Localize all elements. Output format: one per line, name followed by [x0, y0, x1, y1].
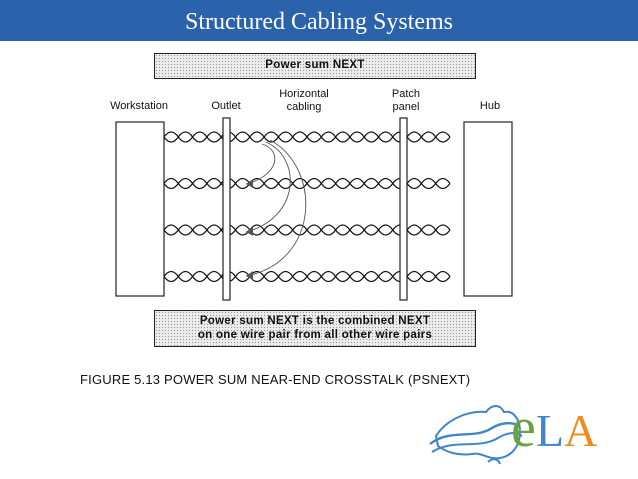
horizontal-label-line1: Horizontal: [279, 88, 329, 100]
arrowhead-2: [246, 227, 253, 236]
australia-outline-icon: [434, 405, 522, 460]
power-sum-next-label: Power sum NEXT: [265, 59, 365, 71]
tasmania-icon: [487, 458, 501, 465]
crosstalk-arrows: [245, 139, 307, 280]
patch-label-line1: Patch: [391, 88, 421, 100]
patch-label-line2: panel: [392, 101, 420, 113]
power-sum-next-box: Power sum NEXT: [154, 53, 476, 79]
patch-panel-bar: [399, 117, 408, 301]
workstation-block: [115, 121, 165, 297]
psnext-definition-line2: on one wire pair from all other wire pai…: [197, 329, 433, 341]
logo-letter-l: L: [535, 405, 564, 456]
arrowhead-3: [246, 271, 253, 280]
workstation-label: Workstation: [110, 100, 168, 112]
logo-letter-e: e: [511, 397, 536, 459]
horizontal-cabling-label: Horizontal cabling: [266, 88, 342, 114]
horizontal-label-line2: cabling: [286, 101, 322, 113]
ela-logo-text: eLA: [511, 400, 597, 459]
swoosh-2-icon: [431, 432, 523, 453]
arrowhead-1: [246, 179, 253, 188]
crosstalk-arc-2: [245, 141, 291, 233]
crosstalk-arc-1: [245, 143, 276, 185]
patch-panel-label: Patch panel: [378, 88, 434, 114]
hub-label: Hub: [479, 100, 501, 112]
swoosh-1-icon: [429, 422, 521, 445]
crosstalk-arc-3: [245, 139, 307, 277]
figure-caption: FIGURE 5.13 POWER SUM NEAR-END CROSSTALK…: [80, 372, 471, 387]
logo-letter-a: A: [563, 405, 598, 456]
title-bar: [0, 0, 638, 41]
hub-block: [463, 121, 513, 297]
psnext-definition-line1: Power sum NEXT is the combined NEXT: [199, 315, 431, 327]
outlet-label: Outlet: [211, 100, 241, 112]
psnext-definition-box: Power sum NEXT is the combined NEXT on o…: [154, 310, 476, 347]
ela-logo-map: [429, 405, 523, 465]
slide-title: Structured Cabling Systems: [185, 9, 453, 35]
outlet-bar: [222, 117, 231, 301]
